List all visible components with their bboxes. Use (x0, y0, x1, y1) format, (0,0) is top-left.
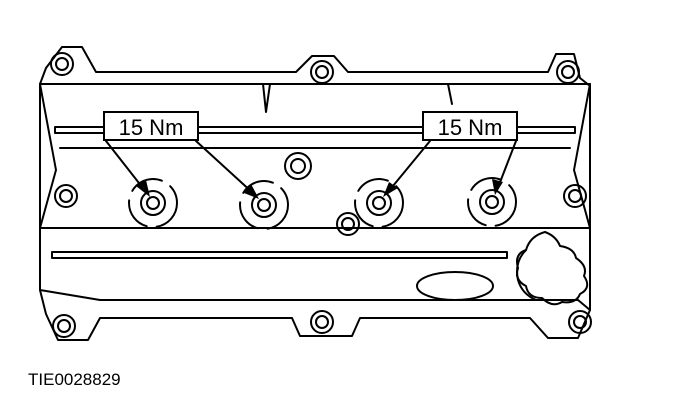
arrow-icon (244, 184, 259, 199)
bolt-icon (54, 184, 78, 208)
bolt-icon (284, 152, 312, 180)
upper-panel (39, 83, 591, 229)
bolt-icon (310, 310, 334, 334)
lower-rib (51, 251, 508, 259)
center-bolt-1 (128, 178, 178, 228)
bolt-icon (336, 212, 360, 236)
figure-id: TIE0028829 (28, 370, 121, 389)
center-bolt-3 (354, 178, 404, 228)
logo-badge-icon (416, 271, 494, 301)
arrow-icon (383, 182, 398, 197)
bolt-icon (563, 184, 587, 208)
leader-line-1 (105, 140, 147, 193)
casting-mark-right (447, 83, 453, 105)
arrow-icon (492, 179, 503, 195)
lower-panel (39, 227, 591, 311)
center-bolt-2 (239, 180, 289, 230)
leader-line-3 (387, 140, 431, 193)
center-bolt-4 (467, 177, 517, 227)
upper-rib (54, 126, 576, 134)
arrow-icon (136, 180, 150, 197)
bolt-icon (52, 314, 76, 338)
oil-filler-cap-icon (516, 231, 589, 306)
cover-outline (39, 46, 591, 341)
filler-cap-base (516, 249, 537, 301)
bolt-icon (568, 310, 592, 334)
casting-mark-left (262, 83, 271, 113)
torque-callout-left: 15 Nm (103, 111, 199, 141)
bolt-icon (556, 60, 580, 84)
upper-panel-side-right (573, 83, 591, 229)
torque-callout-right: 15 Nm (422, 111, 518, 141)
leader-line-2 (195, 140, 255, 195)
upper-panel-side-left (39, 83, 57, 229)
bolt-icon (50, 52, 74, 76)
bolt-icon (310, 60, 334, 84)
